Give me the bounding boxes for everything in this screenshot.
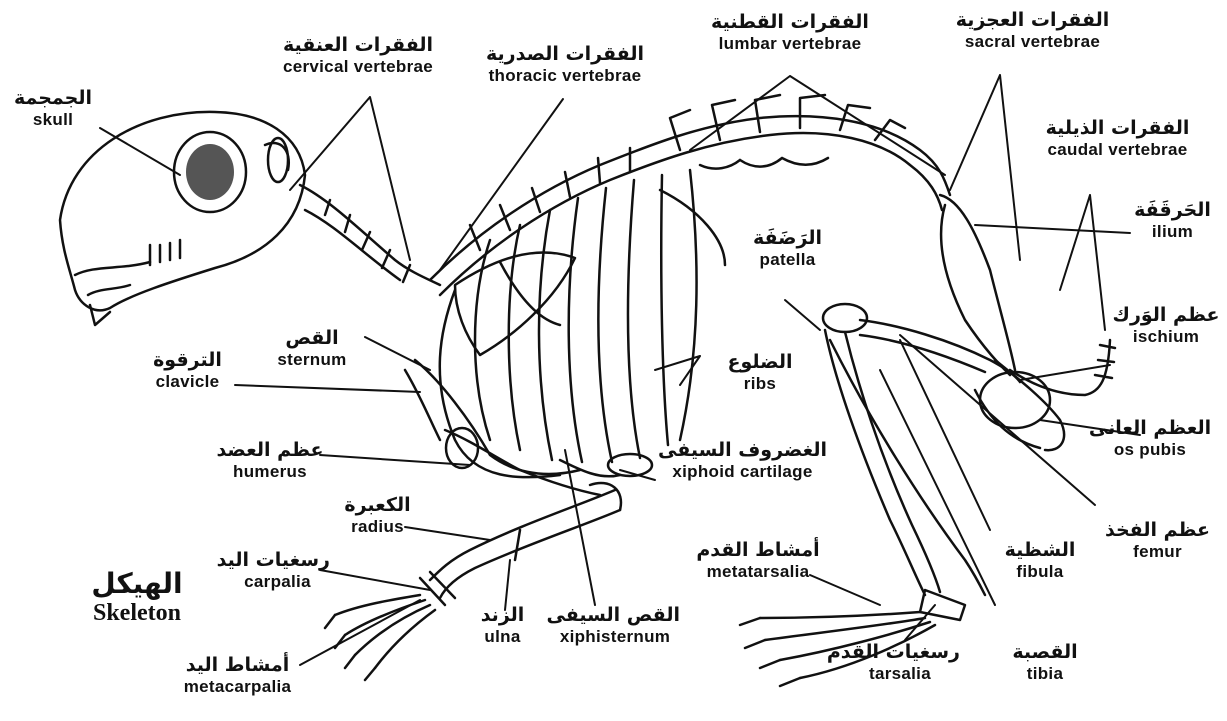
sternum-bones	[405, 360, 652, 476]
label-thoracic-ar: الفقرات الصدرية	[460, 44, 670, 66]
label-metacarpalia: أمشاط اليد metacarpalia	[170, 655, 305, 696]
label-lumbar-ar: الفقرات القطنية	[690, 12, 890, 34]
label-sacral-ar: الفقرات العجزية	[935, 10, 1130, 32]
label-lumbar: الفقرات القطنية lumbar vertebrae	[690, 12, 890, 53]
label-sternum-ar: القص	[262, 328, 362, 350]
label-femur: عظم الفخذ femur	[1095, 520, 1220, 561]
title-ar: الهيكل	[72, 568, 202, 600]
label-ospubis: العظم العانى os pubis	[1085, 418, 1215, 459]
label-ribs-en: ribs	[705, 374, 815, 394]
label-skull: الجمجمة skull	[8, 88, 98, 129]
label-ospubis-ar: العظم العانى	[1085, 418, 1215, 440]
label-tibia: القصبة tibia	[1005, 642, 1085, 683]
label-humerus: عظم العضد humerus	[215, 440, 325, 481]
label-carpalia: رسغيات اليد carpalia	[225, 550, 330, 591]
label-cervical: الفقرات العنقية cervical vertebrae	[258, 35, 458, 76]
cervical-bones	[300, 185, 440, 285]
label-metatarsalia: أمشاط القدم metatarsalia	[688, 540, 828, 581]
label-sacral-en: sacral vertebrae	[935, 32, 1130, 52]
label-clavicle: الترقوة clavicle	[140, 350, 235, 391]
label-ilium-ar: الحَرقَفَة	[1130, 200, 1215, 222]
label-humerus-en: humerus	[215, 462, 325, 482]
label-patella-ar: الرَضَفَة	[740, 228, 835, 250]
label-fibula: الشظية fibula	[1000, 540, 1080, 581]
rib-bones	[440, 170, 725, 477]
label-ischium-en: ischium	[1110, 327, 1222, 347]
label-caudal: الفقرات الذيلية caudal vertebrae	[1015, 118, 1220, 159]
label-tarsalia-en: tarsalia	[840, 664, 960, 684]
label-metacarpalia-en: metacarpalia	[170, 677, 305, 697]
label-fibula-en: fibula	[1000, 562, 1080, 582]
label-skull-ar: الجمجمة	[8, 88, 98, 110]
label-thoracic: الفقرات الصدرية thoracic vertebrae	[460, 44, 670, 85]
label-fibula-ar: الشظية	[1000, 540, 1080, 562]
label-radius-ar: الكعبرة	[335, 495, 420, 517]
label-ribs-ar: الضلوع	[705, 352, 815, 374]
label-radius-en: radius	[335, 517, 420, 537]
label-humerus-ar: عظم العضد	[215, 440, 325, 462]
label-femur-ar: عظم الفخذ	[1095, 520, 1220, 542]
label-xiphisternum-ar: القص السيفى	[550, 605, 680, 627]
label-sternum: القص sternum	[262, 328, 362, 369]
label-carpalia-ar: رسغيات اليد	[225, 550, 330, 572]
spine-bones	[430, 95, 950, 295]
title-en: Skeleton	[93, 600, 181, 626]
label-caudal-ar: الفقرات الذيلية	[1015, 118, 1220, 140]
label-ulna: الزند ulna	[470, 605, 535, 646]
label-cervical-en: cervical vertebrae	[258, 57, 458, 77]
pelvis-bones	[940, 195, 1064, 450]
label-tarsalia-ar: رسغيات القدم	[840, 642, 960, 664]
diagram-title: الهيكل Skeleton	[72, 568, 202, 628]
label-clavicle-ar: الترقوة	[140, 350, 235, 372]
label-ospubis-en: os pubis	[1085, 440, 1215, 460]
label-femur-en: femur	[1095, 542, 1220, 562]
label-ischium-ar: عظم الوَرك	[1110, 305, 1222, 327]
label-lumbar-en: lumbar vertebrae	[690, 34, 890, 54]
label-patella-en: patella	[740, 250, 835, 270]
label-metacarpalia-ar: أمشاط اليد	[170, 655, 305, 677]
label-sacral: الفقرات العجزية sacral vertebrae	[935, 10, 1130, 51]
label-metatarsalia-ar: أمشاط القدم	[688, 540, 828, 562]
label-carpalia-en: carpalia	[225, 572, 330, 592]
skull-bone	[60, 112, 305, 325]
label-xiphoid-ar: الغضروف السيفى	[650, 440, 835, 462]
label-xiphisternum: القص السيفى xiphisternum	[550, 605, 680, 646]
label-patella: الرَضَفَة patella	[740, 228, 835, 269]
label-ulna-ar: الزند	[470, 605, 535, 627]
label-ulna-en: ulna	[470, 627, 535, 647]
label-tibia-ar: القصبة	[1005, 642, 1085, 664]
label-xiphisternum-en: xiphisternum	[550, 627, 680, 647]
label-caudal-en: caudal vertebrae	[1015, 140, 1220, 160]
label-tarsalia: رسغيات القدم tarsalia	[840, 642, 960, 683]
label-ischium: عظم الوَرك ischium	[1110, 305, 1222, 346]
label-xiphoid-en: xiphoid cartilage	[650, 462, 835, 482]
label-ribs: الضلوع ribs	[705, 352, 815, 393]
label-metatarsalia-en: metatarsalia	[688, 562, 828, 582]
label-radius: الكعبرة radius	[335, 495, 420, 536]
label-ilium-en: ilium	[1130, 222, 1215, 242]
label-clavicle-en: clavicle	[140, 372, 235, 392]
label-cervical-ar: الفقرات العنقية	[258, 35, 458, 57]
label-sternum-en: sternum	[262, 350, 362, 370]
label-ilium: الحَرقَفَة ilium	[1130, 200, 1215, 241]
label-tibia-en: tibia	[1005, 664, 1085, 684]
label-xiphoid: الغضروف السيفى xiphoid cartilage	[650, 440, 835, 481]
scapula-bone	[455, 252, 575, 355]
label-skull-en: skull	[8, 110, 98, 130]
label-thoracic-en: thoracic vertebrae	[460, 66, 670, 86]
